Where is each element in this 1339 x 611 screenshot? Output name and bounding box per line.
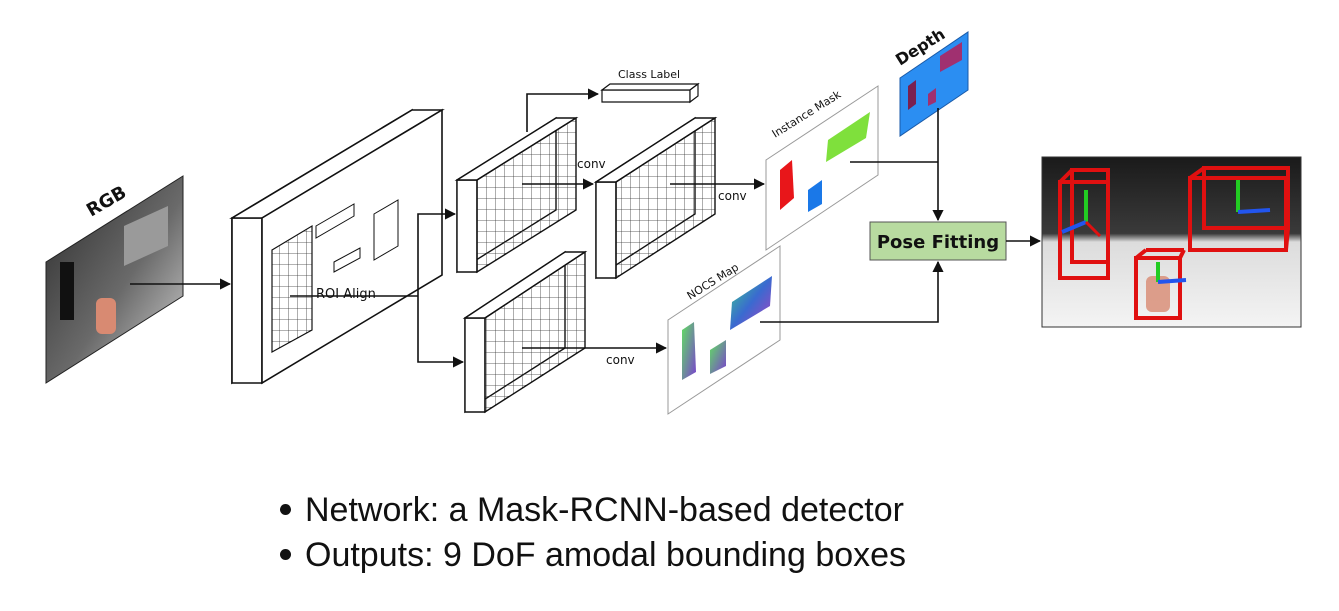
rgb-object-mug bbox=[96, 298, 116, 334]
scene-mug bbox=[1146, 276, 1170, 312]
head-feature-upper bbox=[454, 116, 579, 274]
head-feature-nocs bbox=[462, 250, 588, 414]
axis-red-1 bbox=[1084, 220, 1102, 238]
instance-mask-panel bbox=[765, 85, 879, 251]
depth-object-1 bbox=[940, 42, 962, 72]
nocs-object-2 bbox=[710, 340, 726, 374]
depth-panel bbox=[899, 31, 969, 137]
pose-fitting-box bbox=[869, 221, 1007, 261]
output-scene-image bbox=[1041, 156, 1302, 328]
bullet-text-network: Network: a Mask-RCNN-based detector bbox=[305, 491, 904, 529]
nocs-object-3 bbox=[730, 276, 772, 330]
rgb-object-laptop bbox=[124, 206, 168, 266]
axis-blue-3 bbox=[1157, 278, 1187, 284]
axis-blue-2 bbox=[1237, 208, 1271, 214]
conv-label-3: conv bbox=[606, 353, 635, 367]
class-label-text: Class Label bbox=[618, 68, 680, 81]
bullet-item: Network: a Mask-RCNN-based detector bbox=[280, 488, 906, 533]
bbox-object-3 bbox=[1134, 248, 1186, 320]
arrow-to-class-label bbox=[526, 88, 600, 132]
bbox-object-1 bbox=[1058, 168, 1110, 280]
roi-align-label: ROI Align bbox=[316, 287, 376, 302]
rgb-input-image bbox=[45, 175, 184, 384]
mask-blue-object bbox=[808, 180, 822, 212]
nocs-map-panel bbox=[667, 245, 781, 415]
bbox-object-2 bbox=[1188, 166, 1290, 252]
bullet-text-outputs: Outputs: 9 DoF amodal bounding boxes bbox=[305, 536, 907, 574]
bullet-list: Network: a Mask-RCNN-based detector Outp… bbox=[280, 488, 906, 578]
class-label-box bbox=[600, 82, 700, 104]
bullet-dot bbox=[280, 548, 291, 560]
axis-blue-1 bbox=[1061, 220, 1087, 234]
nocs-object-1 bbox=[682, 322, 696, 380]
backbone-feature-map bbox=[229, 108, 445, 385]
depth-object-2 bbox=[908, 80, 916, 110]
conv-label-1: conv bbox=[577, 157, 606, 171]
proposal-box-3 bbox=[373, 199, 399, 261]
pose-fitting-label: Pose Fitting bbox=[877, 232, 999, 253]
depth-object-3 bbox=[928, 88, 936, 106]
roi-grid bbox=[271, 224, 313, 354]
arrow-nocs-to-pose bbox=[760, 260, 944, 323]
rgb-object-dark bbox=[60, 262, 74, 320]
conv-label-2: conv bbox=[718, 189, 747, 203]
pipeline-diagram: RGB ROI Align Class Label conv bbox=[45, 24, 1302, 415]
bullet-item: Outputs: 9 DoF amodal bounding boxes bbox=[280, 533, 906, 578]
bullet-dot bbox=[280, 503, 291, 515]
proposal-box-2 bbox=[333, 247, 361, 273]
proposal-box-1 bbox=[315, 203, 355, 239]
mask-red-object bbox=[780, 160, 794, 210]
arrow-roi-to-mask-head bbox=[417, 208, 457, 296]
arrow-roi-to-nocs-head bbox=[417, 296, 465, 368]
head-feature-mask bbox=[593, 116, 718, 280]
mask-green-object bbox=[826, 112, 870, 162]
